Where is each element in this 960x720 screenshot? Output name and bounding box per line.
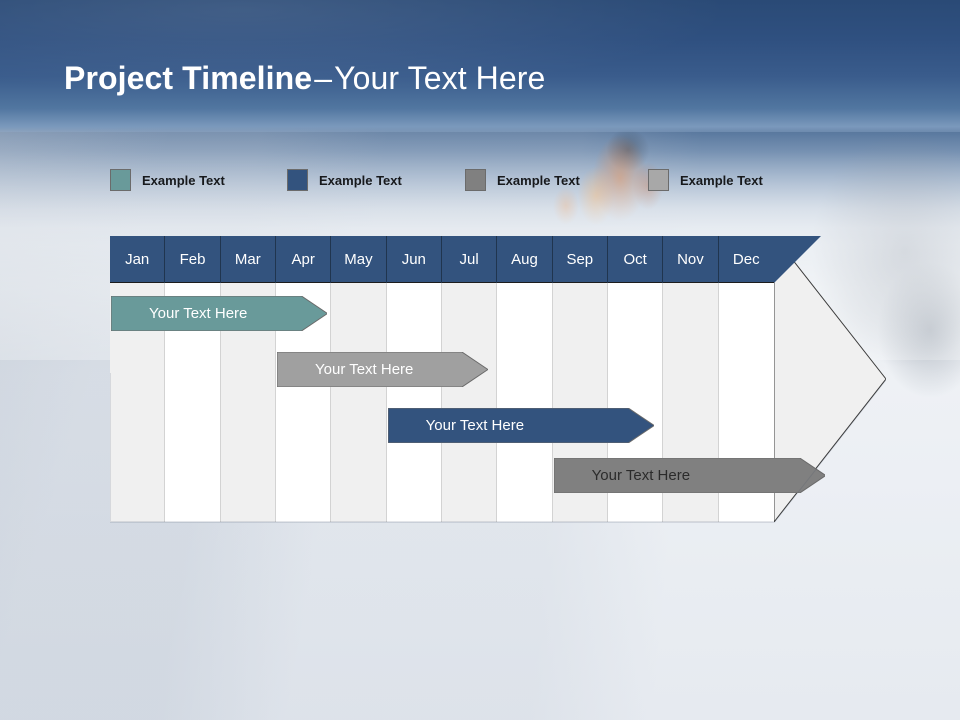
legend-swatch-icon <box>287 169 308 191</box>
month-header-cell[interactable]: Aug <box>497 236 553 283</box>
month-header-cell[interactable]: May <box>331 236 387 283</box>
legend-swatch-icon <box>110 169 131 191</box>
task-bar-arrow-shape <box>387 408 654 443</box>
month-column <box>497 236 553 522</box>
task-bar[interactable]: Your Text Here <box>111 296 328 331</box>
month-header-cell[interactable]: Jan <box>110 236 166 283</box>
task-bar[interactable]: Your Text Here <box>387 408 654 443</box>
task-bar-label: Your Text Here <box>425 417 525 434</box>
title-band <box>0 0 960 132</box>
task-bar-arrow-shape <box>553 458 826 493</box>
month-header-cell[interactable]: Jun <box>387 236 442 283</box>
task-bar-label: Your Text Here <box>315 361 414 378</box>
title-dash: – <box>314 60 333 96</box>
legend-item-label: Example Text <box>497 172 580 188</box>
legend-item-label: Example Text <box>680 172 763 188</box>
title-bold-part: Project Timeline <box>64 60 313 96</box>
task-bar-label: Your Text Here <box>149 305 248 322</box>
month-header-cell[interactable]: Feb <box>165 236 221 283</box>
title-band-sheen <box>0 0 960 132</box>
legend-swatch-icon <box>648 169 669 191</box>
month-column <box>110 236 166 522</box>
task-bar[interactable]: Your Text Here <box>277 352 488 387</box>
month-column <box>220 236 276 522</box>
page-title: Project Timeline–Your Text Here <box>64 58 545 98</box>
legend: Example Text Example Text Example Text Exam… <box>110 168 810 194</box>
month-header-cell[interactable]: Oct <box>608 236 664 283</box>
month-header-cell[interactable]: Apr <box>276 236 332 283</box>
legend-swatch-icon <box>465 169 486 191</box>
legend-item[interactable]: Example Text <box>465 168 580 192</box>
month-header-cell[interactable]: Nov <box>663 236 719 283</box>
legend-item-label: Example Text <box>142 172 225 188</box>
task-bar-label: Your Text Here <box>591 467 691 484</box>
title-regular-part: Your Text Here <box>334 60 546 96</box>
timeline-arrow-head <box>774 236 886 522</box>
month-header-cell[interactable]: Mar <box>221 236 276 283</box>
task-bar-arrow-shape <box>277 352 488 387</box>
legend-item-label: Example Text <box>319 172 402 188</box>
task-bar[interactable]: Your Text Here <box>553 458 826 493</box>
legend-item[interactable]: Example Text <box>287 168 402 192</box>
month-column <box>165 236 221 522</box>
legend-item[interactable]: Example Text <box>648 168 763 192</box>
legend-item[interactable]: Example Text <box>110 168 225 192</box>
month-header-cell[interactable]: Sep <box>553 236 608 283</box>
task-bar-arrow-shape <box>111 296 328 331</box>
month-header-cell[interactable]: Jul <box>442 236 498 283</box>
month-header-cell[interactable]: Dec <box>732 251 760 268</box>
